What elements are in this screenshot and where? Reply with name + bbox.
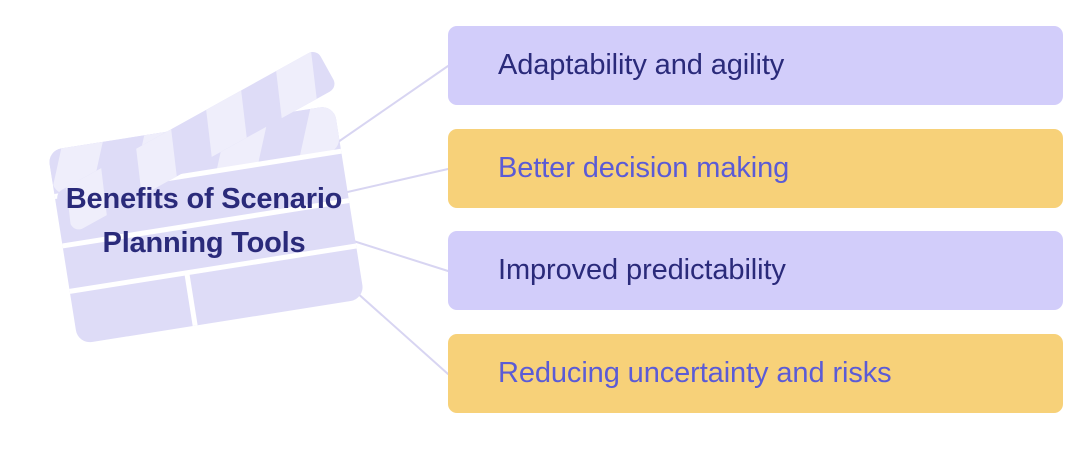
benefit-label-2: Better decision making — [498, 152, 790, 184]
clapperboard-icon — [47, 51, 363, 343]
benefit-box-1[interactable]: Adaptability and agility — [448, 26, 1063, 105]
page-title: Benefits of Scenario Planning Tools — [8, 178, 400, 265]
benefit-box-3[interactable]: Improved predictability — [448, 231, 1063, 310]
benefit-box-2[interactable]: Better decision making — [448, 129, 1063, 208]
benefit-label-3: Improved predictability — [498, 254, 786, 286]
clapperboard-stick — [57, 51, 335, 230]
benefit-label-1: Adaptability and agility — [498, 49, 785, 81]
benefit-label-4: Reducing uncertainty and risks — [498, 357, 892, 389]
benefit-box-4[interactable]: Reducing uncertainty and risks — [448, 334, 1063, 413]
page-title-line-2: Planning Tools — [102, 226, 306, 259]
page-title-line-1: Benefits of Scenario — [65, 183, 343, 215]
